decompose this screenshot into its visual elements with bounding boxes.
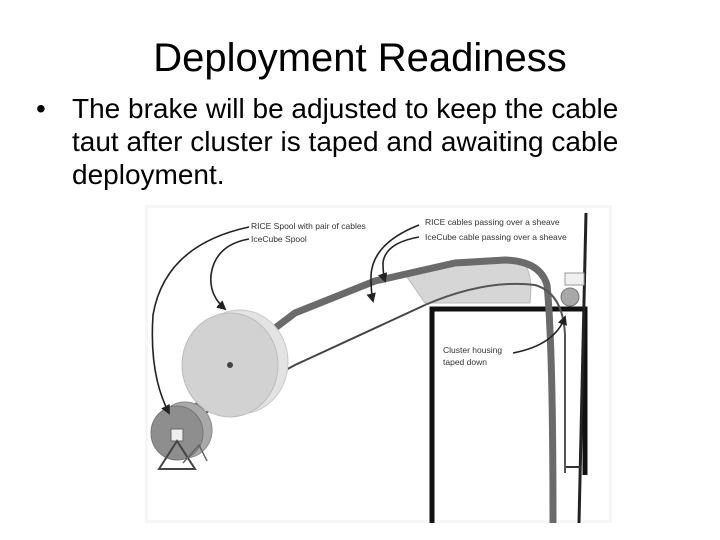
deployment-diagram: RICE Spool with pair of cables IceCube S… [145,205,612,527]
rice-cables [181,256,557,527]
bullet-symbol: • [36,93,46,124]
label-icecube-spool: IceCube Spool [251,234,307,244]
arrow-to-rice-cables [366,224,420,303]
arrow-to-cluster-housing [512,315,567,354]
tower-mast [577,212,588,524]
icecube-spool-stand [157,439,197,470]
bullet-text: The brake will be adjusted to keep the c… [72,93,619,190]
slide-title: Deployment Readiness [153,36,567,80]
arrow-to-rice-spool [209,238,250,311]
label-cluster-housing: Cluster housing [443,345,502,355]
label-taped-down: taped down [443,357,487,367]
rice-spool-hub [227,362,233,368]
sheave-wheel [560,287,580,307]
sheave-block [564,272,585,286]
label-rice-spool: RICE Spool with pair of cables [251,221,366,231]
label-icecube-cable-sheave: IceCube cable passing over a sheave [425,232,567,242]
label-rice-cables-sheave: RICE cables passing over a sheave [425,217,560,227]
arrow-to-icecube-spool [151,226,250,415]
icecube-spool-stand-rear [182,443,208,464]
tower-frame [429,306,588,523]
diagram-svg: RICE Spool with pair of cables IceCube S… [145,205,612,527]
arrow-to-icecube-cable [378,236,420,283]
